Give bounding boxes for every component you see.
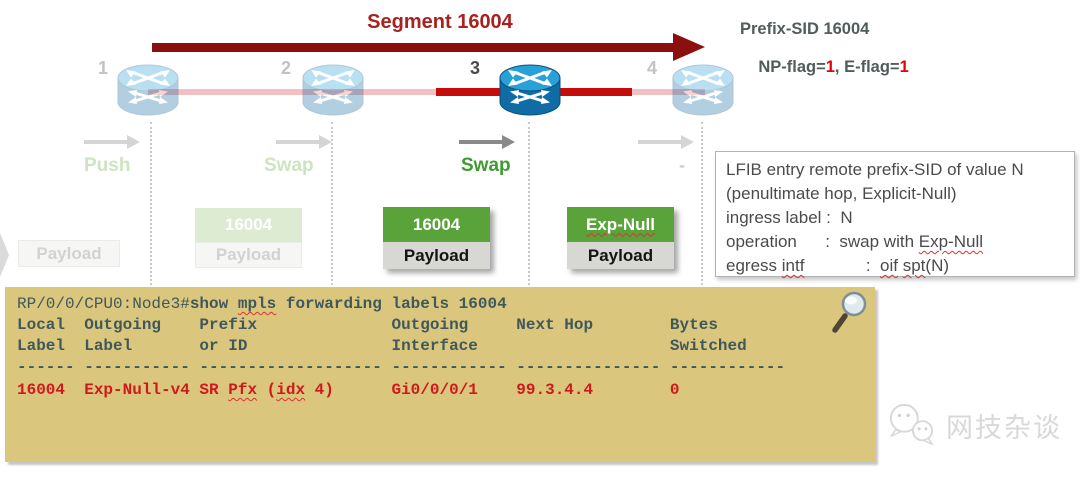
payload-box: Payload: [383, 242, 490, 269]
cli-prompt: RP/0/0/CPU0:Node3#: [17, 295, 190, 313]
segment-arrow-head-icon: [673, 33, 705, 61]
lfib-note-box: LFIB entry remote prefix-SID of value N …: [715, 151, 1075, 277]
incoming-packet-arrow-icon: [0, 233, 9, 277]
lfib-line: (penultimate hop, Explicit-Null): [726, 184, 957, 203]
cli-output-panel: RP/0/0/CPU0:Node3#show mpls forwarding l…: [5, 287, 875, 462]
operation-label-push: Push: [84, 155, 131, 176]
cli-table-row: 16004 Exp-Null-v4 SR Pfx (idx 4) Gi0/0/0…: [17, 381, 680, 399]
payload-box: Payload: [195, 242, 302, 268]
cli-command-line: RP/0/0/CPU0:Node3#show mpls forwarding l…: [17, 294, 875, 315]
label-stack-3: Exp-Null Payload: [567, 207, 674, 269]
dropline-2: [331, 122, 333, 285]
router-number-3: 3: [470, 58, 481, 78]
router-number-1: 1: [98, 58, 109, 78]
watermark-text: 网技杂谈: [946, 412, 1062, 443]
label-stack-2: 16004 Payload: [383, 207, 490, 269]
dropline-1: [150, 122, 152, 285]
payload-box: Payload: [18, 240, 120, 267]
router-number-2: 2: [281, 58, 292, 78]
lfib-line: operation : swap with Exp-Null: [726, 232, 984, 251]
mpls-label-box: 16004: [195, 208, 302, 242]
np-flag-value: 1: [825, 58, 835, 76]
segment-arrow-shaft: [152, 43, 675, 52]
e-flag-value: 1: [899, 58, 909, 76]
wechat-logo-icon: [889, 403, 935, 446]
dropline-3: [528, 122, 530, 285]
mpls-label-box: Exp-Null: [567, 207, 674, 242]
cli-command: show mpls forwarding labels 16004: [189, 295, 507, 313]
np-flag-label: NP-flag=: [758, 58, 826, 76]
lfib-line: ingress label : N: [726, 208, 853, 227]
router-icon-1: [116, 63, 180, 117]
cli-table-header-2: Label Label or ID Interface Switched: [17, 337, 747, 355]
watermark: 网技杂谈: [884, 402, 1062, 448]
operation-label-swap3: Swap: [461, 155, 511, 176]
step-arrow-icon-1: [84, 135, 140, 149]
segment-title: Segment 16004: [367, 11, 513, 33]
router-icon-3: [498, 63, 562, 117]
e-flag-label: , E-flag=: [834, 58, 900, 76]
payload-box: Payload: [567, 242, 674, 269]
label-stack-0: Payload: [18, 240, 125, 267]
prefix-sid-line1: Prefix-SID 16004: [740, 20, 870, 38]
step-arrow-icon-4: [638, 135, 694, 149]
mpls-label-box: 16004: [383, 207, 490, 242]
lfib-line: LFIB entry remote prefix-SID of value N: [726, 160, 1024, 179]
operation-label-none: -: [679, 155, 685, 175]
router-icon-4: [671, 63, 735, 117]
dropline-4: [701, 122, 703, 285]
step-arrow-icon-3: [459, 135, 515, 149]
router-icon-2: [301, 63, 365, 117]
link-line-faded: [148, 89, 705, 95]
cli-table-separator: ------ ----------- ------------------- -…: [17, 358, 786, 376]
step-arrow-icon-2: [276, 135, 332, 149]
prefix-sid-note: Prefix-SID 16004 NP-flag=1, E-flag=1: [740, 20, 909, 96]
lfib-line: egress intf : oif spt(N): [726, 256, 950, 275]
router-number-4: 4: [647, 58, 658, 78]
magnifier-icon: [832, 291, 867, 333]
cli-table-header-1: Local Outgoing Prefix Outgoing Next Hop …: [17, 316, 718, 334]
label-stack-1: 16004 Payload: [195, 208, 302, 268]
operation-label-swap2: Swap: [264, 155, 314, 176]
